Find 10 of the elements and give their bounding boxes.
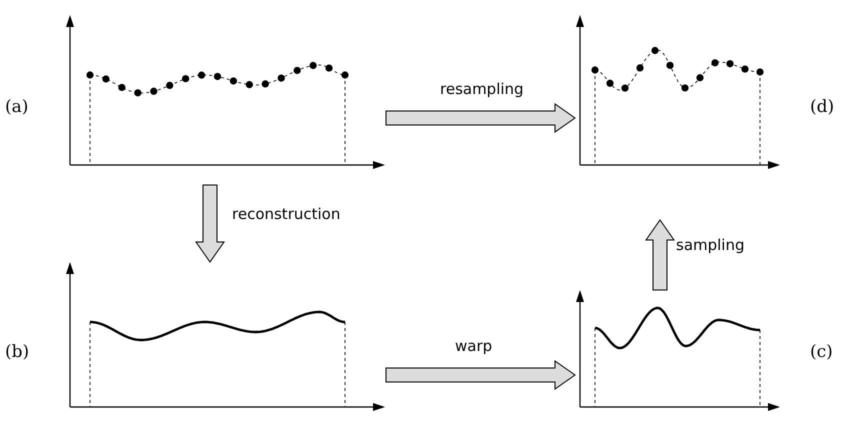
- edge-label: resampling: [440, 80, 524, 98]
- edge-label: sampling: [676, 236, 745, 254]
- block-arrow: [645, 219, 675, 290]
- block-arrow: [386, 360, 576, 390]
- block-arrow: [195, 184, 225, 263]
- panel-label: (c): [810, 342, 833, 362]
- panel-label: (a): [5, 97, 28, 117]
- block-arrow: [386, 103, 576, 133]
- panel-label: (d): [810, 97, 834, 117]
- panel-label: (b): [5, 342, 30, 362]
